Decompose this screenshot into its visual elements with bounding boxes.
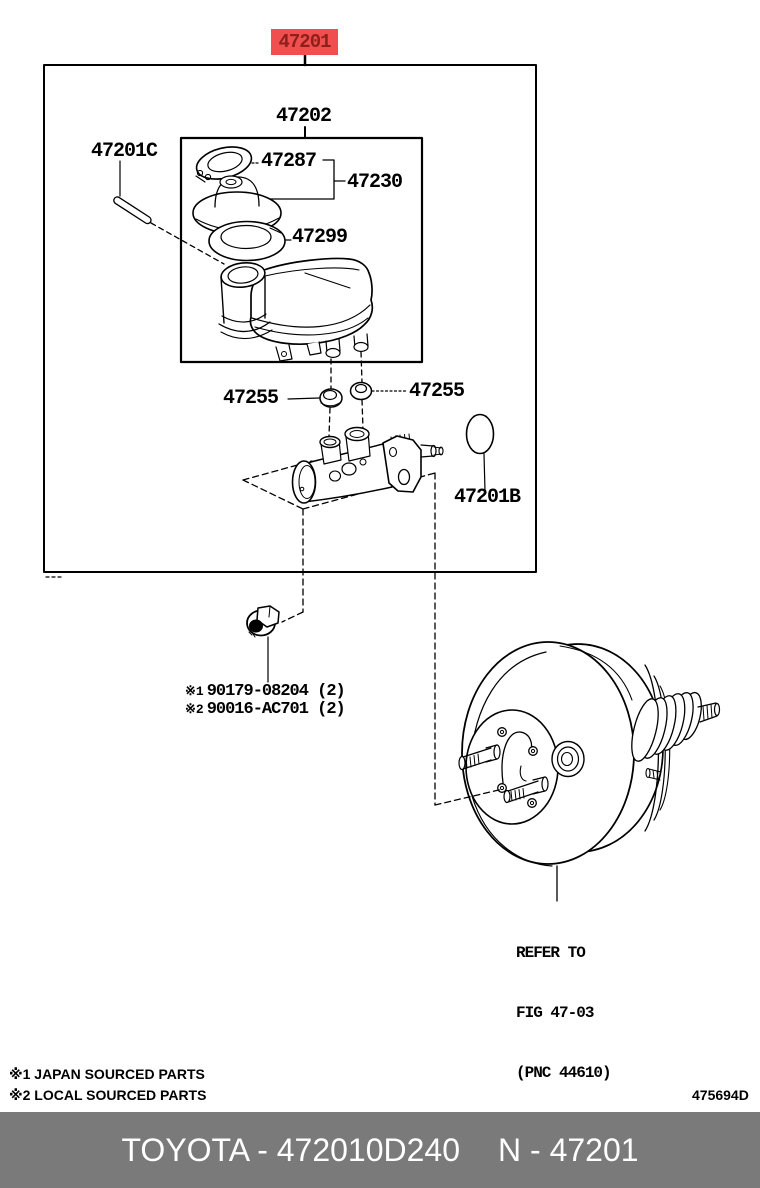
callout-47255-left: 47255 [223, 387, 279, 410]
refer-line-2: FIG 47-03 [516, 1004, 594, 1022]
booster-guide-line [435, 789, 503, 805]
grommet-guide-lines [329, 352, 363, 436]
callout-47201B: 47201B [454, 486, 521, 509]
pin-drawing [112, 161, 224, 264]
drawing-code: 475694D [692, 1087, 749, 1103]
reservoir-cap-drawing [193, 142, 260, 185]
grommet-right-drawing [351, 383, 409, 400]
grommet-left-drawing [288, 389, 342, 407]
callout-47230: 47230 [347, 171, 403, 194]
diagram-frames [44, 55, 536, 577]
footnote-local-sourced: ※2 LOCAL SOURCED PARTS [9, 1087, 207, 1103]
refer-line-3: (PNC 44610) [516, 1064, 612, 1082]
cap-assy-bracket [257, 160, 345, 199]
footer-bar: TOYOTA - 472010D240 N - 47201 [0, 1112, 760, 1188]
note-2-prefix: ※2 [185, 702, 204, 717]
refer-to-note: REFER TO FIG 47-03 (PNC 44610) [516, 903, 612, 1123]
note-1-prefix: ※1 [185, 684, 204, 699]
master-cylinder-drawing [293, 428, 444, 504]
sourced-part-notes: ※1 90179-08204 (2) ※2 90016-AC701 (2) [185, 682, 346, 719]
footer-part-number: TOYOTA - 472010D240 [121, 1131, 461, 1168]
callout-47202: 47202 [276, 105, 332, 128]
mounting-plane-guides [243, 461, 435, 805]
callout-47287: 47287 [261, 150, 317, 173]
note-2-number: 90016-AC701 (2) [206, 700, 346, 719]
callout-selected-47201[interactable]: 47201 [271, 29, 338, 55]
sourced-part-note-1: ※1 90179-08204 (2) [185, 682, 346, 701]
callout-47255-right: 47255 [409, 380, 465, 403]
oring-drawing [467, 415, 494, 492]
seal-ring-drawing [209, 222, 291, 261]
sourced-part-note-2: ※2 90016-AC701 (2) [185, 700, 346, 719]
footnote-japan-sourced: ※1 JAPAN SOURCED PARTS [9, 1066, 205, 1082]
mounting-nut-drawing [247, 606, 279, 682]
note-1-number: 90179-08204 (2) [206, 682, 346, 701]
brake-booster-drawing [459, 642, 720, 901]
callout-47201C: 47201C [91, 140, 158, 163]
refer-line-1: REFER TO [516, 944, 586, 962]
callout-47299: 47299 [292, 226, 348, 249]
footer-figure-number: N - 47201 [498, 1131, 639, 1168]
reservoir-tank-drawing [219, 258, 372, 361]
